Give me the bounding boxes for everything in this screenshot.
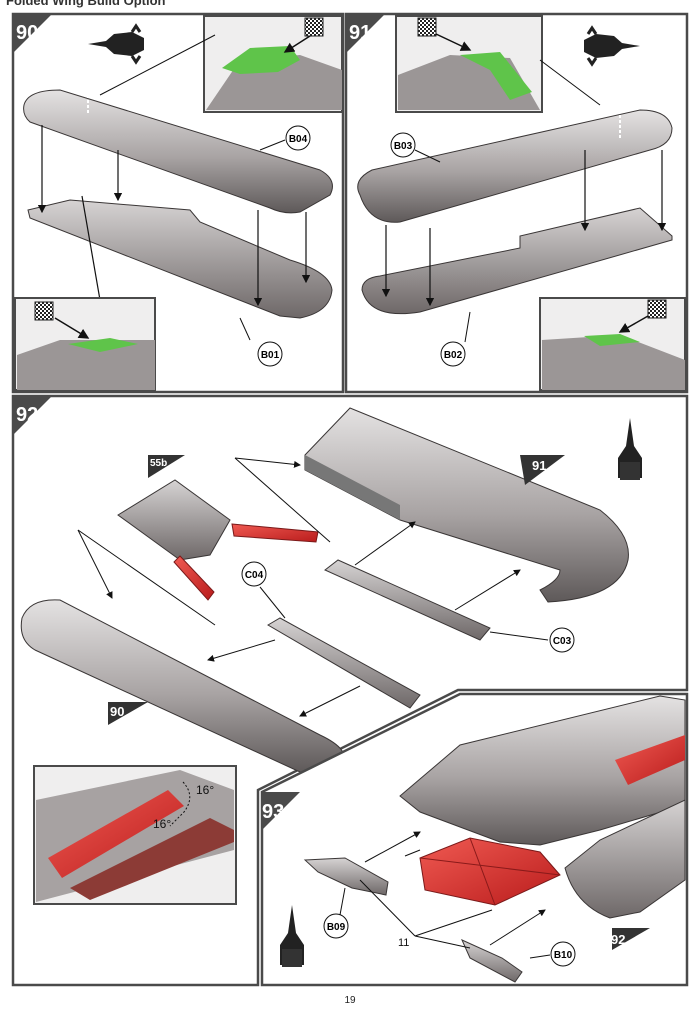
svg-text:B10: B10 bbox=[554, 950, 573, 961]
svg-text:90: 90 bbox=[110, 704, 124, 719]
glue-icon bbox=[304, 17, 324, 37]
step-90-panel: 90 bbox=[11, 12, 345, 394]
svg-text:55b: 55b bbox=[150, 458, 167, 469]
ref-badge bbox=[108, 702, 148, 725]
aircraft-front-view-icon bbox=[618, 418, 642, 480]
glue-icon bbox=[647, 299, 667, 319]
part-callout bbox=[285, 125, 311, 151]
part-callout bbox=[323, 913, 349, 939]
glue-area bbox=[222, 46, 300, 74]
svg-text:91: 91 bbox=[349, 22, 371, 44]
glue-icon bbox=[417, 17, 437, 37]
step-number: 90 bbox=[16, 22, 38, 44]
svg-text:C04: C04 bbox=[245, 570, 264, 581]
part-callout bbox=[440, 341, 466, 367]
svg-text:91: 91 bbox=[532, 458, 546, 473]
step-91-panel: 91 B03 bbox=[344, 12, 689, 394]
svg-text:B03: B03 bbox=[394, 141, 413, 152]
page-title: Folded Wing Build Option bbox=[6, 0, 166, 8]
paint-code: 11 bbox=[398, 937, 409, 949]
svg-text:B02: B02 bbox=[444, 350, 463, 361]
aircraft-top-view-icon bbox=[584, 25, 640, 67]
svg-text:92: 92 bbox=[16, 404, 38, 426]
part-callout bbox=[549, 627, 575, 653]
part-callout bbox=[241, 561, 267, 587]
svg-text:B04: B04 bbox=[289, 134, 308, 145]
svg-text:93: 93 bbox=[262, 801, 284, 823]
angle-label: 16° bbox=[153, 817, 171, 831]
step-93-panel: 93 92 B09 B10 bbox=[260, 692, 689, 987]
part-callout bbox=[550, 941, 576, 967]
svg-text:B09: B09 bbox=[327, 922, 346, 933]
svg-text:C03: C03 bbox=[553, 636, 572, 647]
angle-label: 16° bbox=[196, 783, 214, 797]
part-callout bbox=[390, 132, 416, 158]
step-92-panel: 92 91 55b bbox=[11, 394, 689, 987]
ref-badge bbox=[612, 928, 650, 950]
glue-icon bbox=[34, 301, 54, 321]
svg-text:92: 92 bbox=[611, 932, 625, 947]
ref-badge bbox=[520, 455, 565, 485]
page-number: 19 bbox=[344, 995, 356, 1006]
svg-text:B01: B01 bbox=[261, 350, 280, 361]
aircraft-front-view-icon bbox=[280, 905, 304, 967]
part-callout bbox=[257, 341, 283, 367]
aircraft-top-view-icon bbox=[88, 23, 144, 65]
